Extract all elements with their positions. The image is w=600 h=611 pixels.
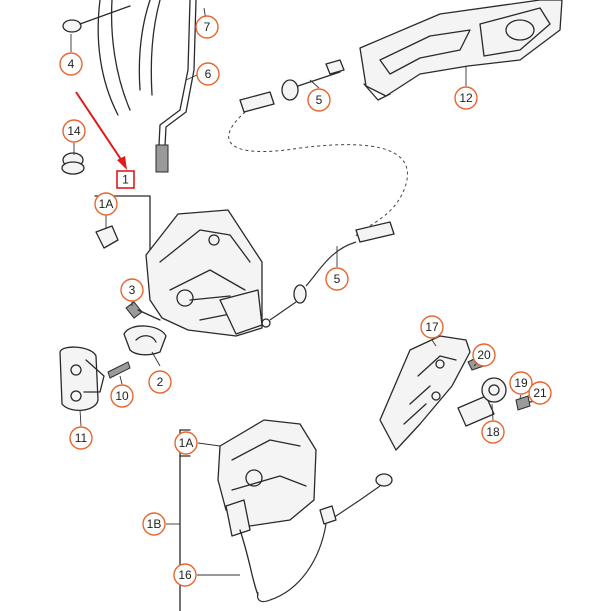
callout-20: 20 xyxy=(472,343,496,367)
svg-text:3: 3 xyxy=(129,283,136,297)
callout-17: 17 xyxy=(420,315,444,339)
striker-cover xyxy=(123,325,167,356)
release-cable xyxy=(228,59,408,328)
svg-text:6: 6 xyxy=(205,67,212,81)
svg-text:10: 10 xyxy=(115,389,129,403)
callout-2: 2 xyxy=(148,370,172,394)
lower-cable xyxy=(256,473,393,603)
svg-text:1: 1 xyxy=(122,173,129,187)
svg-text:16: 16 xyxy=(178,568,192,582)
callout-14: 14 xyxy=(62,119,86,143)
door-lock-assembly xyxy=(94,195,263,337)
lock-pin xyxy=(62,5,131,33)
svg-text:5: 5 xyxy=(316,93,323,107)
svg-text:1A: 1A xyxy=(179,436,194,450)
svg-text:5: 5 xyxy=(334,272,341,286)
svg-text:11: 11 xyxy=(75,431,88,445)
callout-21: 21 xyxy=(528,381,552,405)
callout-18: 18 xyxy=(481,420,505,444)
leader-lines xyxy=(70,7,537,576)
svg-text:1A: 1A xyxy=(99,197,114,211)
svg-text:4: 4 xyxy=(68,57,75,71)
callout-19: 19 xyxy=(509,371,533,395)
svg-text:19: 19 xyxy=(514,376,528,390)
callout-1: 1 xyxy=(116,170,135,189)
callout-7: 7 xyxy=(195,15,219,39)
actuator-motor xyxy=(457,355,541,427)
striker-plate xyxy=(59,346,105,411)
svg-text:2: 2 xyxy=(157,375,164,389)
callout-1a-lower: 1A xyxy=(174,431,198,455)
callouts: 1 1A 1A 1B 2 3 4 5 xyxy=(59,15,552,587)
svg-text:17: 17 xyxy=(425,320,439,334)
door-handle-bracket xyxy=(359,0,563,101)
highlight-arrow xyxy=(75,91,127,170)
callout-6: 6 xyxy=(196,62,220,86)
door-rods xyxy=(97,0,197,173)
callout-11: 11 xyxy=(69,426,93,450)
svg-text:14: 14 xyxy=(67,124,81,138)
callout-5-upper: 5 xyxy=(307,88,331,112)
screw-bolt xyxy=(125,301,161,321)
lower-lock-assembly xyxy=(179,419,317,611)
svg-text:18: 18 xyxy=(486,425,500,439)
callout-5-lower: 5 xyxy=(325,267,349,291)
callout-3: 3 xyxy=(120,278,144,302)
callout-10: 10 xyxy=(110,384,134,408)
svg-text:21: 21 xyxy=(533,386,547,400)
svg-text:7: 7 xyxy=(204,20,211,34)
callout-16: 16 xyxy=(173,563,197,587)
grommet xyxy=(61,152,85,175)
svg-text:20: 20 xyxy=(477,348,491,362)
callout-1b: 1B xyxy=(142,512,166,536)
callout-1a-upper: 1A xyxy=(94,192,118,216)
lock-clip xyxy=(95,225,119,249)
callout-12: 12 xyxy=(454,86,478,110)
small-screw xyxy=(107,361,131,379)
callout-4: 4 xyxy=(59,52,83,76)
svg-text:12: 12 xyxy=(459,91,473,105)
svg-text:1B: 1B xyxy=(147,517,162,531)
mounting-plate xyxy=(379,335,471,451)
